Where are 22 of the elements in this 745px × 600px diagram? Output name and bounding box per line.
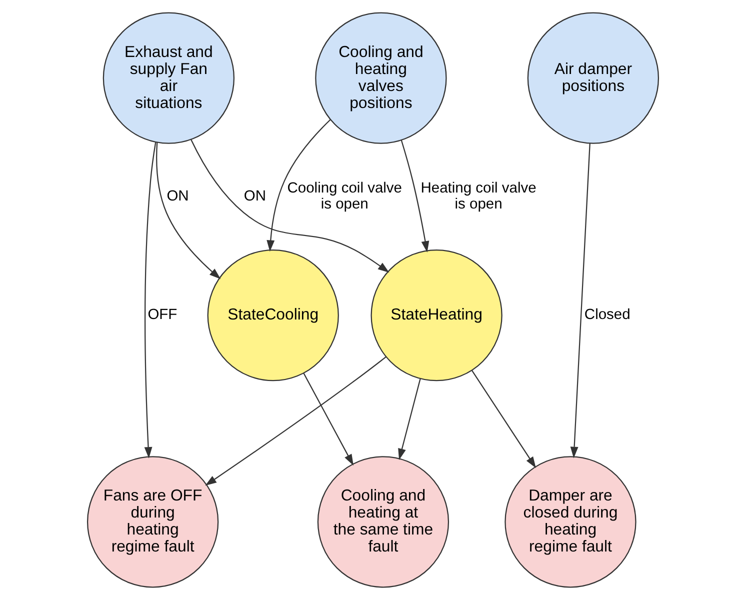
edge-label: Closed — [584, 307, 630, 324]
arrow — [302, 373, 354, 466]
edge-label: OFF — [147, 307, 177, 324]
node-circle: Cooling and heating at the same time fault — [316, 456, 449, 588]
arrow — [266, 119, 330, 252]
node-circle: Exhaust and supply Fan air situations — [102, 12, 234, 144]
node-circle: Air damper positions — [526, 12, 659, 144]
arrow — [398, 378, 420, 460]
edge-label: ON — [243, 188, 266, 205]
node-circle: StateHeating — [370, 250, 502, 382]
edge-label: Cooling coil valve is open — [286, 180, 402, 213]
arrow — [471, 370, 536, 468]
node-circle: Cooling and heating valves positions — [314, 12, 446, 144]
arrow — [204, 356, 386, 486]
arrow — [190, 139, 389, 273]
arrow — [144, 142, 156, 458]
edge-label: ON — [166, 188, 188, 205]
arrow — [400, 140, 429, 252]
node-circle: StateCooling — [206, 250, 338, 382]
arrow — [570, 143, 590, 458]
edge-label: Heating coil valve is open — [420, 180, 536, 213]
arrow — [156, 142, 220, 280]
